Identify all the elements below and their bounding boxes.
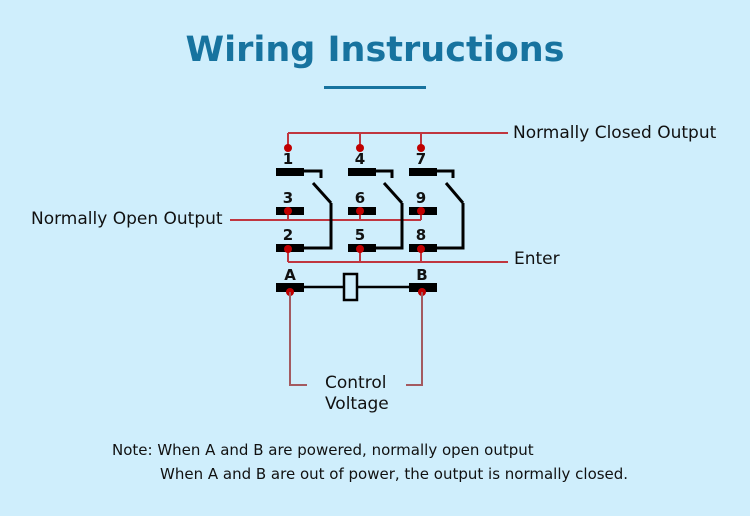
terminal-label: 1 bbox=[283, 150, 293, 168]
terminal-label: 9 bbox=[416, 189, 426, 207]
terminal-label: 6 bbox=[355, 189, 365, 207]
coil-symbol bbox=[342, 272, 359, 302]
no-bus-wire bbox=[230, 211, 422, 221]
coil bbox=[276, 272, 437, 302]
terminal-label: 7 bbox=[416, 150, 426, 168]
terminal-label: 2 bbox=[283, 226, 293, 244]
enter-label: Enter bbox=[514, 249, 560, 269]
terminal-dot-1 bbox=[284, 144, 292, 152]
terminal-label: 3 bbox=[283, 189, 293, 207]
terminal-label: 8 bbox=[416, 226, 426, 244]
terminal-dot-5 bbox=[356, 245, 364, 253]
coil-terminal-label: A bbox=[284, 266, 296, 284]
terminal-dot-4 bbox=[356, 144, 364, 152]
terminal-dots bbox=[284, 144, 425, 253]
control-voltage-leads bbox=[289, 292, 423, 386]
control-label: Control bbox=[325, 373, 387, 393]
nc-bus-wire bbox=[287, 132, 508, 148]
coil-terminal-label: B bbox=[416, 266, 427, 284]
common-bus-wire bbox=[287, 248, 508, 263]
terminal-dot-6 bbox=[356, 207, 364, 215]
terminal-dot-3 bbox=[284, 207, 292, 215]
terminal-dot-9 bbox=[417, 207, 425, 215]
no-output-label: Normally Open Output bbox=[31, 209, 223, 229]
note-line-2: When A and B are out of power, the outpu… bbox=[160, 465, 629, 483]
nc-output-label: Normally Closed Output bbox=[513, 123, 717, 143]
terminal-dot-2 bbox=[284, 245, 292, 253]
title-underline bbox=[324, 86, 426, 89]
terminal-dot-7 bbox=[417, 144, 425, 152]
note-line-1: Note: When A and B are powered, normally… bbox=[112, 441, 534, 459]
terminal-label: 4 bbox=[355, 150, 365, 168]
terminal-dot-8 bbox=[417, 245, 425, 253]
terminal-label: 5 bbox=[355, 226, 365, 244]
voltage-label: Voltage bbox=[325, 394, 389, 414]
page-title: Wiring Instructions bbox=[185, 30, 565, 70]
